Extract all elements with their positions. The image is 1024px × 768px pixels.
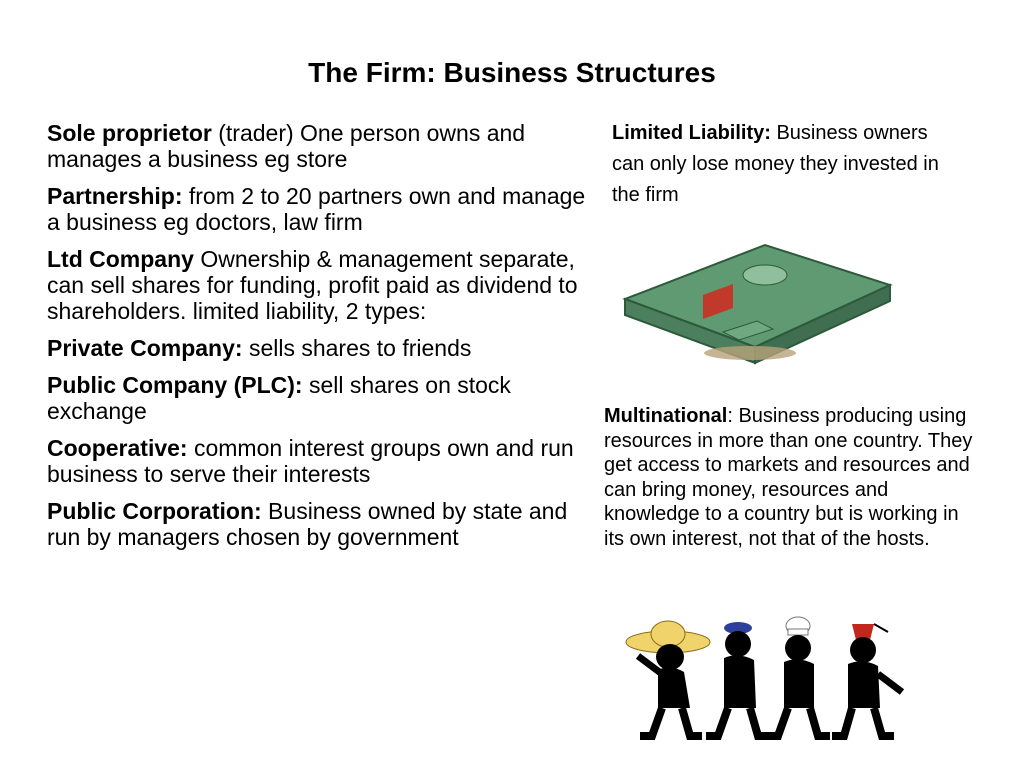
person-fez	[832, 623, 905, 740]
note-text: : Business producing using resources in …	[604, 405, 973, 550]
person-chef-hat	[766, 616, 830, 740]
person-beret	[706, 622, 770, 740]
limited-liability-note: Limited Liability: Business owners can o…	[612, 118, 952, 211]
money-cake-image	[622, 243, 893, 365]
entry-text: from 2 to 20 partners own and manage a b…	[47, 183, 586, 235]
entry-partnership: Partnership: from 2 to 20 partners own a…	[47, 183, 587, 235]
entry-term: Ltd Company	[47, 246, 194, 272]
note-term: Multinational	[604, 405, 728, 427]
entry-term: Public Company (PLC):	[47, 372, 303, 398]
entry-public-corporation: Public Corporation: Business owned by st…	[47, 498, 587, 550]
entry-cooperative: Cooperative: common interest groups own …	[47, 435, 587, 487]
note-term: Limited Liability:	[612, 122, 771, 144]
entry-text: (trader) One person owns and manages a b…	[47, 120, 526, 172]
entry-ltd-company: Ltd Company Ownership & management separ…	[47, 246, 587, 324]
entry-sole-proprietor: Sole proprietor (trader) One person owns…	[47, 120, 587, 172]
entry-term: Partnership:	[47, 183, 183, 209]
entry-public-company: Public Company (PLC): sell shares on sto…	[47, 372, 587, 424]
entry-private-company: Private Company: sells shares to friends	[47, 335, 587, 361]
entry-term: Sole proprietor	[47, 120, 212, 146]
slide-title: The Firm: Business Structures	[308, 57, 716, 88]
note-text: Business owners can only lose money they…	[612, 122, 939, 206]
entry-text: Business owned by state and run by manag…	[47, 498, 568, 550]
entry-text: common interest groups own and run busin…	[47, 435, 574, 487]
entry-term: Private Company:	[47, 335, 243, 361]
entry-text: Ownership & management separate, can sel…	[47, 246, 578, 324]
entry-term: Public Corporation:	[47, 498, 262, 524]
person-sombrero	[625, 620, 711, 740]
multinational-note: Multinational: Business producing using …	[604, 404, 984, 551]
entry-text: sell shares on stock exchange	[47, 372, 511, 424]
entry-text: sells shares to friends	[242, 335, 472, 361]
structures-list: Sole proprietor (trader) One person owns…	[47, 120, 587, 561]
entry-term: Cooperative:	[47, 435, 188, 461]
multinational-people-image	[625, 616, 905, 740]
